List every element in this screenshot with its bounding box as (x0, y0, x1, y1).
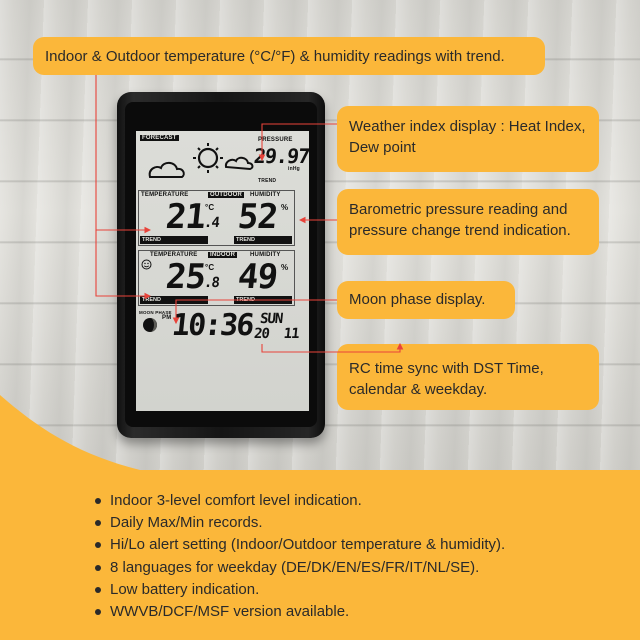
indoor-humidity-unit: % (281, 263, 289, 272)
pressure-value: 29.97 (252, 144, 311, 168)
date-display: 20 11 (253, 326, 300, 342)
indoor-humidity-trend: TREND (234, 296, 292, 304)
outdoor-temp-unit: °C (205, 203, 215, 212)
callout-barometric-pressure: Barometric pressure reading and pressure… (337, 189, 599, 255)
feature-list: Indoor 3-level comfort level indication.… (95, 490, 505, 623)
feature-item: WWVB/DCF/MSF version available. (95, 601, 505, 623)
moon-phase-label: MOON PHASE (139, 310, 172, 315)
feature-item: Hi/Lo alert setting (Indoor/Outdoor temp… (95, 534, 505, 556)
outdoor-humidity-value: 52 (235, 197, 280, 237)
feature-list-panel: Indoor 3-level comfort level indication.… (0, 470, 640, 640)
feature-item: 8 languages for weekday (DE/DK/EN/ES/FR/… (95, 557, 505, 579)
indoor-temperature-label: TEMPERATURE (150, 252, 198, 258)
forecast-label: FORECAST (140, 135, 179, 141)
indoor-humidity-value: 49 (235, 257, 280, 297)
outdoor-temp-trend: TREND (140, 236, 208, 244)
weather-forecast-icon (148, 143, 254, 178)
indoor-humidity-label: HUMIDITY (250, 252, 281, 258)
pressure-unit: inHg (288, 166, 300, 172)
callout-rc-time-sync: RC time sync with DST Time, calendar & w… (337, 344, 599, 410)
outdoor-label: OUTDOOR (208, 192, 245, 198)
outdoor-humidity-unit: % (281, 203, 289, 212)
outdoor-temperature-value: 21 (163, 197, 208, 237)
weekday-display: SUN (259, 311, 284, 327)
callout-temperature-humidity: Indoor & Outdoor temperature (°C/°F) & h… (33, 37, 545, 75)
outdoor-humidity-trend: TREND (234, 236, 292, 244)
outdoor-humidity-label: HUMIDITY (250, 192, 281, 198)
pm-indicator: PM (162, 315, 172, 321)
indoor-temp-unit: °C (205, 263, 215, 272)
feature-item: Daily Max/Min records. (95, 512, 505, 534)
indoor-temp-trend: TREND (140, 296, 208, 304)
pressure-trend-label: TREND (258, 178, 277, 184)
indoor-temperature-decimal: .8 (203, 275, 220, 291)
callout-weather-index: Weather index display : Heat Index, Dew … (337, 106, 599, 172)
moon-phase-icon (143, 318, 157, 332)
indoor-temperature-value: 25 (163, 257, 208, 297)
outdoor-temperature-label: TEMPERATURE (141, 192, 189, 198)
outdoor-temperature-decimal: .4 (203, 215, 220, 231)
feature-item: Indoor 3-level comfort level indication. (95, 490, 505, 512)
callout-moon-phase: Moon phase display. (337, 281, 515, 319)
lcd-screen: FORECAST PRESSURE 29.97 inHg TREND TEMPE… (136, 131, 311, 411)
clock-time: 10:36 (170, 308, 255, 343)
feature-item: Low battery indication. (95, 579, 505, 601)
weather-station-device: FORECAST PRESSURE 29.97 inHg TREND TEMPE… (117, 92, 325, 438)
comfort-smiley-icon (141, 259, 152, 270)
indoor-label: INDOOR (208, 252, 238, 258)
pressure-label: PRESSURE (258, 137, 293, 143)
